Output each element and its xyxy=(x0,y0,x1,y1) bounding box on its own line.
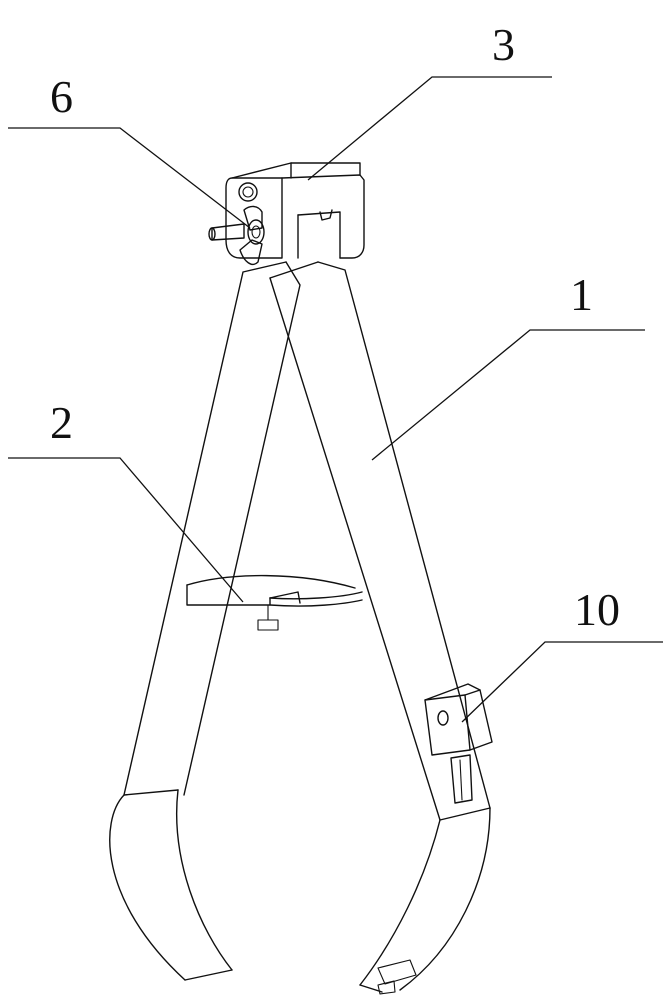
label-1: 1 xyxy=(570,269,593,320)
label-3: 3 xyxy=(492,19,515,70)
cross-bar xyxy=(187,576,362,630)
wing-screw xyxy=(209,206,264,264)
right-arm xyxy=(270,262,490,994)
slider-block xyxy=(425,684,492,803)
leader-1 xyxy=(372,330,645,460)
leader-3 xyxy=(308,77,552,180)
leader-lines xyxy=(8,77,663,722)
label-2: 2 xyxy=(50,397,73,448)
leader-10 xyxy=(462,642,663,722)
leader-6 xyxy=(8,128,250,228)
label-6: 6 xyxy=(50,71,73,122)
label-10: 10 xyxy=(574,584,620,635)
left-arm xyxy=(110,262,300,980)
